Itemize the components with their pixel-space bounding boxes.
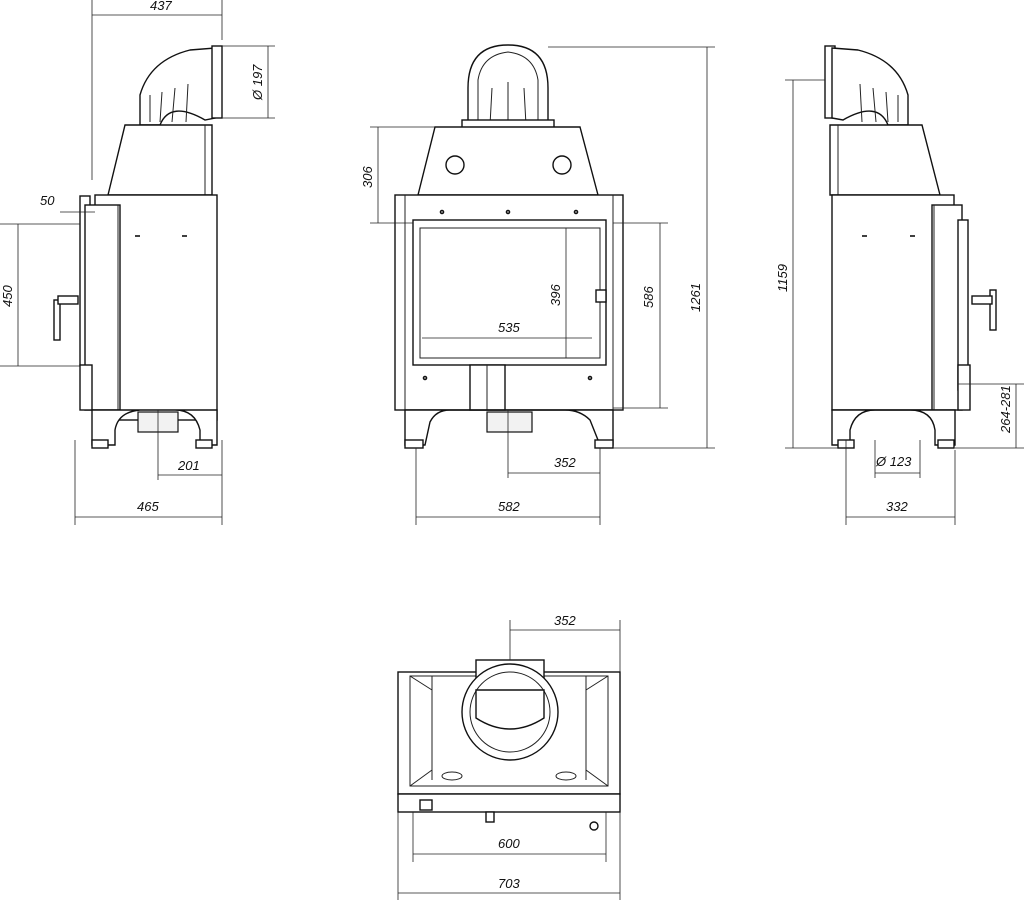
dim-left-437: 437 bbox=[150, 0, 172, 13]
dim-left-201: 201 bbox=[177, 458, 200, 473]
front-view bbox=[394, 44, 624, 449]
dim-right-diameter-123: Ø 123 bbox=[875, 454, 912, 469]
dim-left-450: 450 bbox=[0, 285, 15, 307]
top-view-dimension-lines bbox=[397, 620, 621, 900]
left-side-view bbox=[53, 45, 223, 449]
left-side-dimension-lines bbox=[0, 0, 275, 525]
dim-front-306: 306 bbox=[360, 166, 375, 188]
right-side-view bbox=[824, 45, 997, 449]
front-dimension-lines bbox=[370, 46, 715, 525]
dim-left-50: 50 bbox=[40, 193, 55, 208]
right-side-dimension-lines bbox=[785, 79, 1024, 525]
dim-left-flue-diameter: Ø 197 bbox=[250, 64, 265, 101]
dim-front-535: 535 bbox=[498, 320, 520, 335]
dim-top-703: 703 bbox=[498, 876, 520, 891]
dim-front-1261: 1261 bbox=[688, 283, 703, 312]
dim-top-600: 600 bbox=[498, 836, 520, 851]
dim-right-264-281: 264-281 bbox=[998, 385, 1013, 434]
top-view bbox=[397, 659, 621, 831]
dim-front-582: 582 bbox=[498, 499, 520, 514]
dim-front-586: 586 bbox=[641, 286, 656, 308]
dim-top-352: 352 bbox=[554, 613, 576, 628]
dim-front-396: 396 bbox=[548, 284, 563, 306]
dim-front-352: 352 bbox=[554, 455, 576, 470]
dim-right-332: 332 bbox=[886, 499, 908, 514]
dim-right-1159: 1159 bbox=[775, 264, 790, 292]
dim-left-465: 465 bbox=[137, 499, 159, 514]
